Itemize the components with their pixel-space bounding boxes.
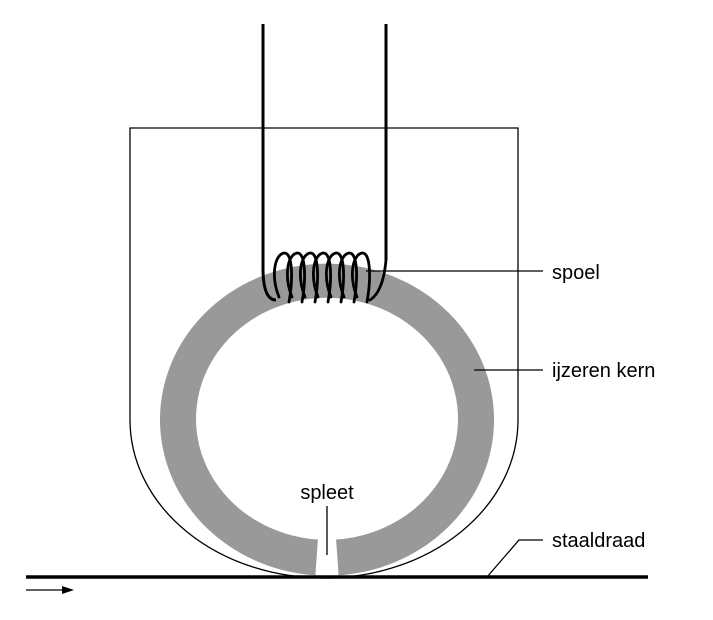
coil-turn — [338, 251, 358, 304]
coil-turn — [299, 251, 319, 304]
arrow-right-icon — [26, 586, 74, 594]
coil — [273, 251, 388, 304]
coil-turn — [325, 251, 345, 304]
coil-wire-right-bend — [368, 258, 388, 302]
leader-steel-wire — [486, 539, 543, 578]
label-steel-wire: staaldraad — [552, 530, 645, 552]
coil-turn — [312, 251, 332, 304]
coil-turn — [286, 251, 306, 304]
coil-turn — [351, 251, 371, 304]
coil-wire-left-bend — [261, 267, 277, 302]
label-coil: spoel — [552, 262, 600, 284]
label-iron-core: ijzeren kern — [552, 360, 655, 382]
coil-turn — [273, 251, 293, 304]
label-gap: spleet — [300, 482, 354, 504]
